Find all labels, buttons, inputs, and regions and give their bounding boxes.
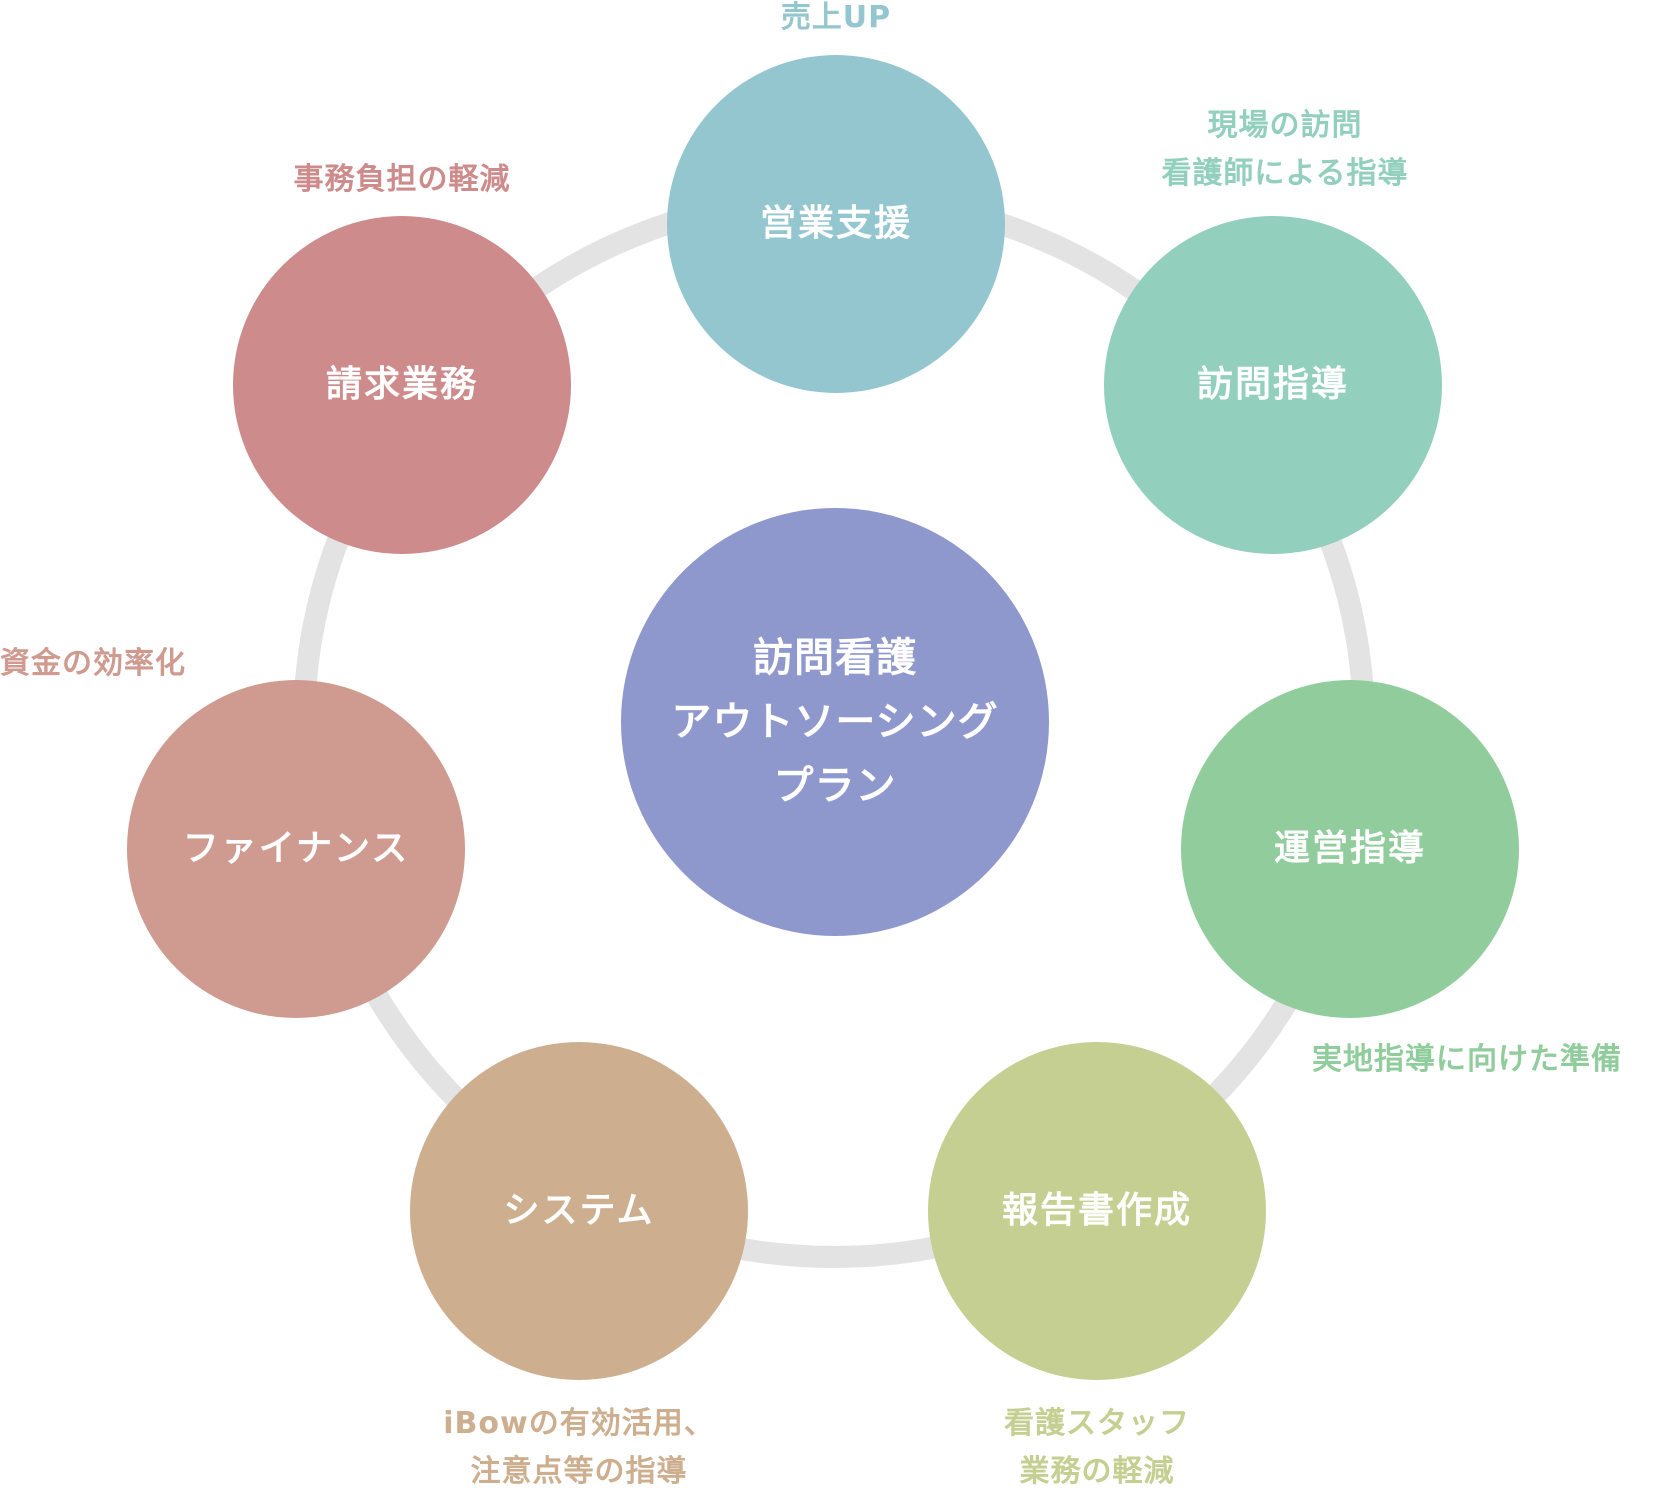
node-label-sales-support: 営業支援 bbox=[759, 203, 912, 245]
caption-operation-guidance-line-1: 実地指導に向けた準備 bbox=[1312, 1042, 1622, 1077]
node-circle-operation-guidance: 運営指導 bbox=[1181, 680, 1519, 1018]
node-circle-report-writing: 報告書作成 bbox=[928, 1042, 1266, 1380]
node-circle-billing: 請求業務 bbox=[233, 216, 571, 554]
caption-report-writing-line-1: 看護スタッフ bbox=[1004, 1406, 1190, 1441]
caption-sales-support-line-1: 売上UP bbox=[780, 0, 892, 35]
caption-billing-line-1: 事務負担の軽減 bbox=[293, 162, 511, 197]
caption-finance-line-1: 資金の効率化 bbox=[0, 646, 186, 681]
caption-system: iBowの有効活用、 注意点等の指導 bbox=[419, 1400, 739, 1496]
caption-visit-guidance-line-2: 看護師による指導 bbox=[1161, 156, 1409, 191]
center-label-line-2: アウトソーシング bbox=[671, 699, 999, 745]
caption-report-writing: 看護スタッフ 業務の軽減 bbox=[947, 1400, 1247, 1496]
node-circle-finance: ファイナンス bbox=[127, 680, 465, 1018]
node-label-system: システム bbox=[503, 1190, 655, 1232]
caption-visit-guidance-line-1: 現場の訪問 bbox=[1207, 108, 1363, 143]
caption-report-writing-line-2: 業務の軽減 bbox=[1019, 1454, 1175, 1489]
caption-operation-guidance: 実地指導に向けた準備 bbox=[1312, 1036, 1622, 1084]
caption-visit-guidance: 現場の訪問 看護師による指導 bbox=[1135, 102, 1435, 198]
caption-billing: 事務負担の軽減 bbox=[252, 156, 552, 204]
caption-sales-support: 売上UP bbox=[736, 0, 936, 42]
caption-system-line-1: iBowの有効活用、 bbox=[443, 1406, 715, 1441]
node-circle-system: システム bbox=[410, 1042, 748, 1380]
center-label-line-3: プラン bbox=[773, 763, 897, 809]
center-label: 訪問看護 アウトソーシング プラン bbox=[671, 626, 998, 818]
node-label-billing: 請求業務 bbox=[325, 364, 478, 406]
center-circle-plan: 訪問看護 アウトソーシング プラン bbox=[621, 508, 1049, 936]
node-label-report-writing: 報告書作成 bbox=[1001, 1190, 1192, 1232]
node-label-finance: ファイナンス bbox=[182, 828, 410, 870]
center-label-line-1: 訪問看護 bbox=[752, 635, 917, 681]
node-circle-visit-guidance: 訪問指導 bbox=[1104, 216, 1442, 554]
caption-system-line-2: 注意点等の指導 bbox=[470, 1454, 688, 1489]
caption-finance: 資金の効率化 bbox=[0, 640, 186, 688]
node-circle-sales-support: 営業支援 bbox=[667, 55, 1005, 393]
node-label-operation-guidance: 運営指導 bbox=[1273, 828, 1426, 870]
node-label-visit-guidance: 訪問指導 bbox=[1196, 364, 1349, 406]
